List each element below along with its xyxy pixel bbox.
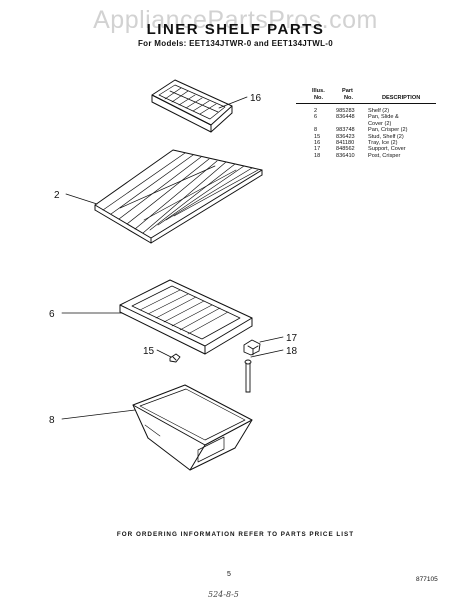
watermark: AppliancePartsPros.com xyxy=(93,6,378,34)
document-number: 877105 xyxy=(416,576,438,583)
handwritten-stamp: 524-8-5 xyxy=(208,590,239,599)
callout-18: 18 xyxy=(286,346,298,357)
wire-shelf-drawing xyxy=(94,149,263,244)
cell-illus: 16 xyxy=(314,139,321,146)
cell-part: 841180 xyxy=(336,139,355,146)
page-title: LINER SHELF PARTS xyxy=(146,21,325,38)
cell-illus: 6 xyxy=(314,114,318,121)
cell-illus: 2 xyxy=(314,108,318,114)
cell-part: 836448 xyxy=(336,114,355,121)
cell-description: Pan, Slide & xyxy=(368,114,399,121)
header-part-2: No. xyxy=(344,95,354,101)
header-part-1: Part xyxy=(342,88,353,94)
table-row: 2 985283 Shelf (2) xyxy=(296,108,436,114)
parts-table-header: Illus. No. Part No. DESCRIPTION xyxy=(296,88,436,104)
callout-17: 17 xyxy=(286,333,298,344)
cell-illus: 8 xyxy=(314,127,318,134)
page-number: 5 xyxy=(227,571,231,578)
cell-illus: 15 xyxy=(314,133,321,140)
ordering-footer: FOR ORDERING INFORMATION REFER TO PARTS … xyxy=(116,531,355,538)
cell-part: 848562 xyxy=(336,146,355,153)
callout-2: 2 xyxy=(54,190,60,201)
cell-description: Post, Crisper xyxy=(368,152,401,159)
parts-table-body: 2 985283 Shelf (2) 6 836448 Pan, Slide &Cover… xyxy=(296,108,436,159)
table-row: 18 836410 Post, Crisper xyxy=(296,153,436,159)
crisper-pan-drawing xyxy=(132,384,253,471)
cell-description: Pan, Crisper (2) xyxy=(368,127,408,134)
cell-description: Shelf (2) xyxy=(368,108,390,114)
table-row: 15 836423 Stud, Shelf (2) xyxy=(296,134,436,140)
cell-illus: 17 xyxy=(314,146,321,153)
table-row: 6 836448 Pan, Slide &Cover (2) xyxy=(296,114,436,127)
callout-16: 16 xyxy=(250,93,262,104)
cell-description: Stud, Shelf (2) xyxy=(368,133,404,140)
cell-description: Tray, Ice (2) xyxy=(368,139,398,146)
cell-part: 836423 xyxy=(336,133,355,140)
cell-illus: 18 xyxy=(314,152,321,159)
callout-15: 15 xyxy=(143,346,155,357)
cell-part: 985283 xyxy=(336,108,355,114)
shelf-stud-drawing xyxy=(169,353,181,363)
header-illus-2: No. xyxy=(314,95,324,101)
callout-8: 8 xyxy=(49,415,55,426)
header-illus-1: Illus. xyxy=(312,88,325,94)
cell-description-cont: Cover (2) xyxy=(368,120,392,127)
ice-tray-drawing xyxy=(151,79,233,133)
table-row: 16 841180 Tray, Ice (2) xyxy=(296,140,436,146)
callout-6: 6 xyxy=(49,309,55,320)
header-description: DESCRIPTION xyxy=(382,95,421,101)
models-line: For Models: EET134JTWR-0 and EET134JTWL-… xyxy=(138,39,333,48)
table-row: 8 983748 Pan, Crisper (2) xyxy=(296,127,436,133)
cover-support-drawing xyxy=(243,339,261,356)
slide-pan-drawing xyxy=(119,279,253,355)
table-row: 17 848562 Support, Cover xyxy=(296,146,436,152)
cell-part: 836410 xyxy=(336,152,355,159)
cell-part: 983748 xyxy=(336,127,355,134)
cell-description: Support, Cover xyxy=(368,146,406,153)
crisper-post-drawing xyxy=(244,359,252,393)
